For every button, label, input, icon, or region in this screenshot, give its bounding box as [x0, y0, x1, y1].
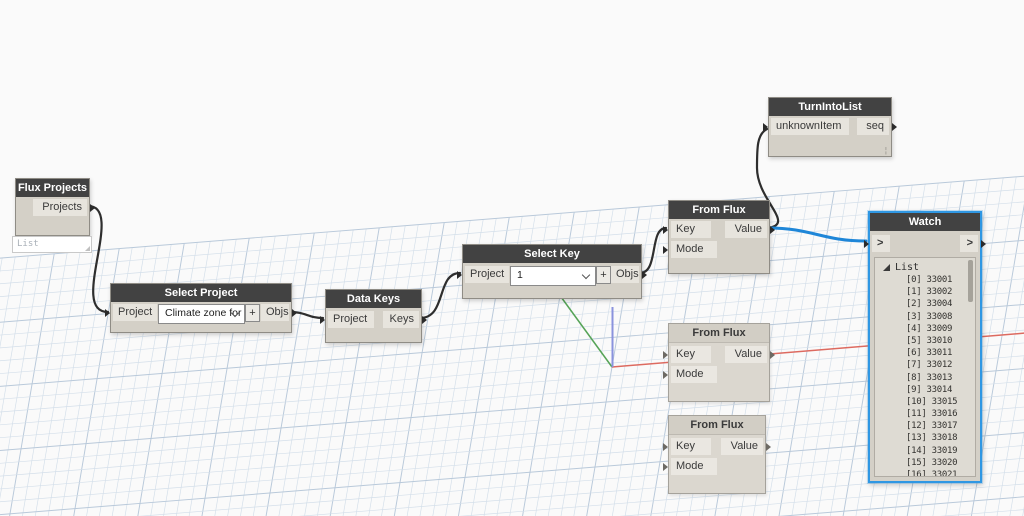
key-dropdown[interactable]: 1 [510, 266, 596, 286]
port-output-objs[interactable]: Objs [261, 304, 297, 321]
list-item: [12] 33017 [906, 421, 958, 432]
port-input-project[interactable]: Project [457, 266, 509, 283]
dropdown-value: Climate zone for 2 [165, 307, 245, 319]
project-dropdown[interactable]: Climate zone for 2 [158, 304, 245, 324]
node-turn-into-list[interactable]: TurnIntoList unknownItem seq ¦ [763, 97, 897, 157]
list-item: [9] 33014 [906, 384, 953, 395]
port-input-project[interactable]: Project [320, 311, 374, 328]
port-input-key[interactable]: Key [663, 221, 711, 238]
port-input-unknownitem[interactable]: unknownItem [763, 118, 849, 135]
list-item: [3] 33008 [906, 311, 953, 322]
list-item: [16] 33021 [906, 470, 958, 477]
port-input-mode[interactable]: Mode [663, 458, 717, 475]
preview-text: List [17, 239, 39, 249]
list-item: [14] 33019 [906, 445, 958, 456]
resize-grip-icon[interactable] [85, 246, 90, 251]
add-item-button[interactable]: + [596, 266, 611, 284]
port-output-value[interactable]: Value [721, 438, 771, 455]
port-input-key[interactable]: Key [663, 346, 711, 363]
dropdown-value: 1 [517, 269, 523, 281]
list-item: [4] 33009 [906, 323, 953, 334]
list-item: [7] 33012 [906, 360, 953, 371]
resize-grip-icon[interactable]: ¦ [884, 146, 887, 155]
node-title[interactable]: From Flux [669, 201, 769, 219]
watch-list: [0] 33001 [1] 33002[2] 33004[3] 33008[4] … [875, 274, 975, 477]
chevron-down-icon [581, 270, 591, 280]
list-label: List [895, 262, 920, 273]
list-item: [11] 33016 [906, 409, 958, 420]
port-input-project[interactable]: Project [105, 304, 157, 321]
list-item: [5] 33010 [906, 335, 953, 346]
port-input-mode[interactable]: Mode [663, 241, 717, 258]
list-item: [8] 33013 [906, 372, 953, 383]
node-from-flux-3[interactable]: From Flux Key Mode Value [663, 415, 771, 494]
node-title[interactable]: From Flux [669, 324, 769, 343]
list-item: [0] 33001 [906, 275, 953, 285]
node-title[interactable]: Select Project [111, 284, 291, 302]
node-title[interactable]: Flux Projects [16, 179, 89, 197]
axis-y-line [555, 289, 613, 368]
port-input-key[interactable]: Key [663, 438, 711, 455]
add-item-button[interactable]: + [245, 304, 260, 322]
port-output-value[interactable]: Value [725, 346, 775, 363]
node-from-flux-1[interactable]: From Flux Key Mode Value [663, 200, 775, 274]
node-flux-projects[interactable]: Flux Projects Projects [15, 178, 95, 236]
node-title[interactable]: Watch [870, 213, 980, 231]
port-output-keys[interactable]: Keys [383, 311, 427, 328]
port-output-objs[interactable]: Objs [611, 266, 647, 283]
node-data-keys[interactable]: Data Keys Project Keys [320, 289, 427, 343]
port-output[interactable]: > [960, 235, 986, 252]
node-title[interactable]: Select Key [463, 245, 641, 263]
port-output-seq[interactable]: seq [857, 118, 897, 135]
node-watch[interactable]: Watch > > List [0] 33001 [1] 33002[2] 330… [864, 211, 986, 483]
watch-content[interactable]: List [0] 33001 [1] 33002[2] 33004[3] 3300… [874, 257, 976, 477]
node-title[interactable]: From Flux [669, 416, 765, 435]
node-select-project[interactable]: Select Project Project Climate zone for … [105, 283, 297, 333]
preview-bubble[interactable]: List [12, 236, 92, 253]
port-output-projects[interactable]: Projects [33, 199, 95, 216]
list-item: [15] 33020 [906, 457, 958, 468]
node-from-flux-2[interactable]: From Flux Key Mode Value [663, 323, 775, 402]
expander-icon[interactable] [883, 264, 890, 271]
port-output-value[interactable]: Value [725, 221, 775, 238]
port-input[interactable]: > [864, 235, 890, 252]
node-title[interactable]: TurnIntoList [769, 98, 891, 116]
list-item: [13] 33018 [906, 433, 958, 444]
node-select-key[interactable]: Select Key Project 1 + Objs [457, 244, 647, 299]
list-item: [2] 33004 [906, 299, 953, 310]
list-item: [1] 33002 [906, 287, 953, 298]
list-item: [10] 33015 [906, 396, 958, 407]
watch-scrollbar-thumb[interactable] [968, 260, 973, 302]
port-input-mode[interactable]: Mode [663, 366, 717, 383]
node-title[interactable]: Data Keys [326, 290, 421, 308]
list-item: [6] 33011 [906, 348, 953, 359]
